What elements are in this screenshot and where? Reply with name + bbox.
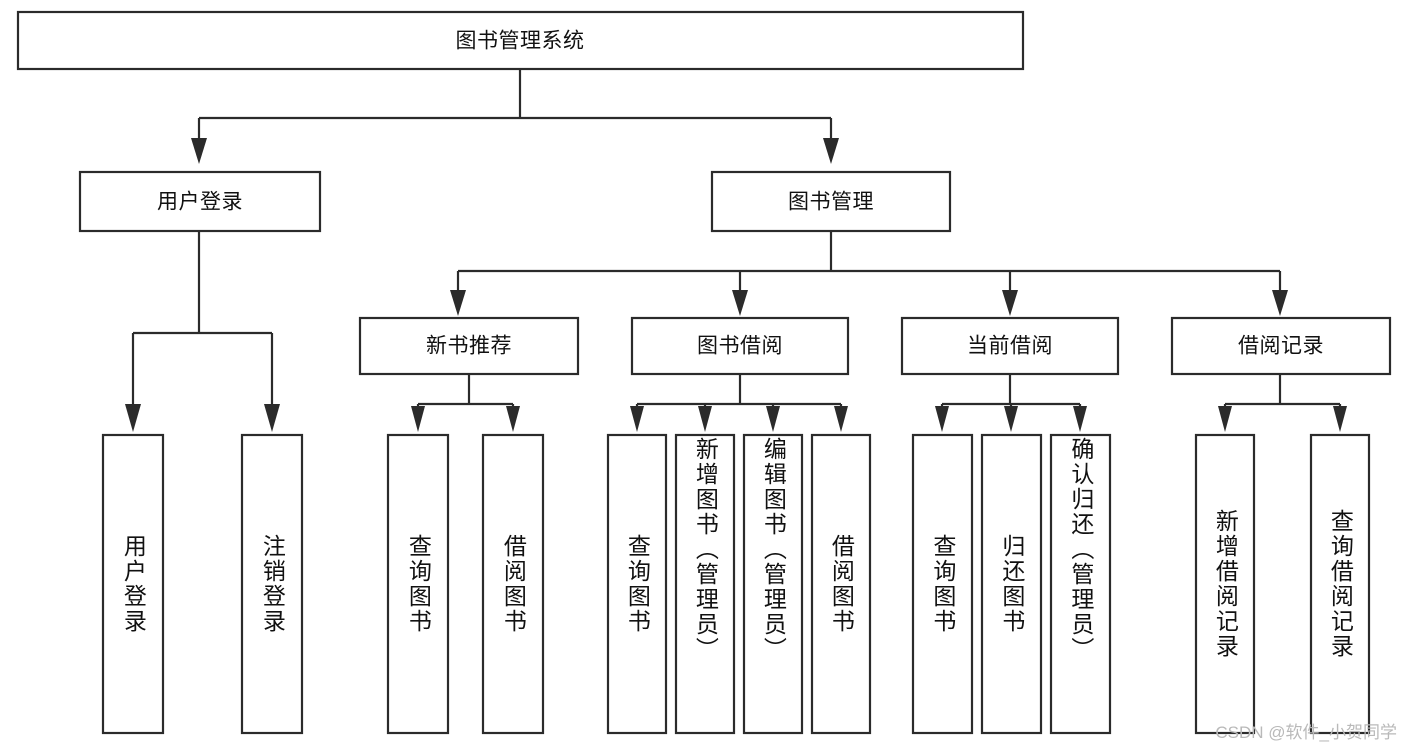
connector-group-root [191,69,839,164]
leaf-box-bb-edit-book[interactable] [742,433,804,735]
arrow-head-cb-leaf-1 [935,406,949,432]
leaf-box-user-login[interactable] [101,433,165,735]
arrow-head-leaf-logout [264,404,280,432]
leaf-box-cb-query-book[interactable] [911,433,974,735]
connector-group-new-book-recommend [411,374,520,432]
node-new-book-recommend-label: 新书推荐 [426,335,512,358]
leaf-box-nb-borrow-book[interactable] [481,433,545,735]
node-borrow-record-label: 借阅记录 [1238,335,1324,358]
arrow-head-bb-leaf-2 [698,406,712,432]
arrow-head-cb-leaf-2 [1004,406,1018,432]
connector-group-current-borrow [935,374,1087,432]
arrow-head-cb-leaf-3 [1073,406,1087,432]
node-user-login-box[interactable] [78,170,322,233]
node-book-borrow-label: 图书借阅 [697,335,783,358]
arrow-head-nb-leaf-1 [411,406,425,432]
arrow-head-nb-leaf-2 [506,406,520,432]
node-root-label: 图书管理系统 [456,30,585,53]
node-book-borrow[interactable]: 图书借阅 [630,316,850,376]
leaf-box-bb-add-book[interactable] [674,433,736,735]
leaf-box-nb-query-book[interactable] [386,433,450,735]
arrow-head-book-borrow [732,290,748,316]
node-book-management[interactable]: 图书管理 [710,170,952,233]
node-current-borrow-box[interactable] [900,316,1120,376]
node-borrow-record[interactable]: 借阅记录 [1170,316,1392,376]
arrow-head-book-mgmt [823,138,839,164]
arrow-head-bb-leaf-1 [630,406,644,432]
node-book-management-box[interactable] [710,170,952,233]
node-root[interactable]: 图书管理系统 [16,10,1025,71]
node-new-book-recommend[interactable]: 新书推荐 [358,316,580,376]
leaf-box-br-add-record[interactable] [1194,433,1256,735]
node-current-borrow-label: 当前借阅 [967,335,1053,358]
leaf-box-cb-return-book[interactable] [980,433,1043,735]
leaf-box-bb-borrow-book[interactable] [810,433,872,735]
connector-group-user-login [125,231,280,432]
connector-group-borrow-record [1218,374,1347,432]
leaf-box-br-query-record[interactable] [1309,433,1371,735]
node-user-login[interactable]: 用户登录 [78,170,322,233]
node-current-borrow[interactable]: 当前借阅 [900,316,1120,376]
node-root-box[interactable] [16,10,1025,71]
arrow-head-new-book-recommend [450,290,466,316]
node-user-login-label: 用户登录 [157,191,243,214]
connector-group-book-borrow [630,374,848,432]
arrow-head-br-leaf-1 [1218,406,1232,432]
connector-group-book-mgmt [450,231,1288,316]
arrow-head-bb-leaf-3 [766,406,780,432]
arrow-head-br-leaf-2 [1333,406,1347,432]
leaf-box-logout[interactable] [240,433,304,735]
leaf-box-bb-query-book[interactable] [606,433,668,735]
node-new-book-recommend-box[interactable] [358,316,580,376]
arrow-head-leaf-user-login [125,404,141,432]
arrow-head-borrow-record [1272,290,1288,316]
leaf-box-cb-confirm-return[interactable] [1049,433,1112,735]
arrow-head-current-borrow [1002,290,1018,316]
node-book-management-label: 图书管理 [788,191,874,214]
arrow-head-bb-leaf-4 [834,406,848,432]
node-borrow-record-box[interactable] [1170,316,1392,376]
node-book-borrow-box[interactable] [630,316,850,376]
arrow-head-user-login [191,138,207,164]
